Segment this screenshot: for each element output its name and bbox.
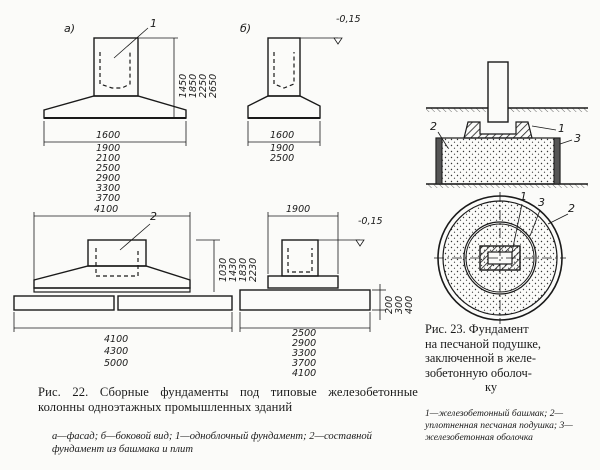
fig23-caption-line: ку (485, 380, 498, 394)
fig22-composite-foundation-side (239, 239, 371, 311)
svg-text:2900: 2900 (96, 173, 120, 184)
fig22-caption: Рис. 22. Сборные фундаменты под типовые … (38, 385, 418, 414)
dim-d-top: 1900 (286, 204, 310, 215)
svg-text:1830: 1830 (238, 258, 249, 282)
dims-d-width: 2500 2900 3300 3700 4100 (292, 328, 316, 379)
svg-text:1900: 1900 (270, 143, 294, 154)
fig23-caption: Рис. 23. Фундамент на песчаной подушке, … (425, 322, 585, 395)
fig23-plan-callout-3: 3 (538, 196, 545, 209)
dims-c-width: 4100 4300 5000 (104, 334, 128, 369)
fig22-legend: а—фасад; б—боковой вид; 1—одноблочный фу… (52, 431, 372, 455)
fig22-view-b-foundation (247, 37, 321, 119)
fig23-callout-2: 2 (430, 120, 437, 133)
svg-text:300: 300 (394, 296, 405, 314)
svg-text:2250: 2250 (198, 74, 209, 98)
fig22-composite-side-dimensions (239, 212, 386, 332)
svg-text:2500: 2500 (292, 328, 316, 339)
fig23-callout-3: 3 (574, 132, 581, 145)
fig23-section (426, 61, 588, 188)
svg-text:2230: 2230 (248, 258, 259, 282)
fig22-composite-foundation-facade (13, 239, 233, 311)
svg-text:1450: 1450 (178, 74, 189, 98)
fig23-caption-line: Рис. 23. Фундамент (425, 322, 529, 336)
view-b-label: б) (240, 22, 251, 35)
dims-a-width: 1600 1900 2100 2500 2900 3300 3700 (96, 130, 120, 204)
svg-text:4100: 4100 (292, 368, 316, 379)
fig22-view-b-dimensions (247, 37, 343, 146)
svg-text:1850: 1850 (188, 74, 199, 98)
svg-text:1430: 1430 (228, 258, 239, 282)
dims-b-width: 1600 1900 2500 (270, 130, 294, 164)
svg-text:3700: 3700 (96, 193, 120, 204)
level-mark-b: -0,15 (336, 14, 361, 25)
fig23-caption-line: зобетонную оболоч- (425, 365, 532, 380)
fig22-composite-dimensions (13, 212, 233, 332)
callout-1-a: 1 (150, 17, 157, 30)
dims-d-plate: 200 300 400 (384, 296, 415, 314)
svg-text:3300: 3300 (292, 348, 316, 359)
fig22-view-a-foundation (43, 37, 187, 119)
svg-text:4100: 4100 (104, 334, 128, 345)
dim-c-top: 4100 (94, 204, 118, 215)
svg-text:2500: 2500 (96, 163, 120, 174)
svg-text:1030: 1030 (218, 258, 229, 282)
callout-2-composite: 2 (150, 210, 157, 223)
level-mark-composite: -0,15 (358, 216, 383, 227)
fig23-callout-1: 1 (558, 122, 565, 135)
fig23-plan (434, 192, 569, 324)
svg-text:2100: 2100 (96, 153, 120, 164)
fig23-caption-line: на песчаной подушке, (425, 336, 542, 351)
fig23-plan-callout-2: 2 (568, 202, 575, 215)
svg-text:4300: 4300 (104, 346, 128, 357)
svg-text:1600: 1600 (270, 130, 294, 141)
svg-text:400: 400 (404, 296, 415, 314)
svg-text:200: 200 (384, 296, 395, 314)
fig23-caption-line: заключенной в желе- (425, 351, 536, 365)
svg-text:2500: 2500 (270, 153, 294, 164)
svg-text:1600: 1600 (96, 130, 120, 141)
fig23-plan-callout-1: 1 (520, 190, 527, 203)
fig22-view-a-dimensions (43, 27, 187, 146)
dims-c-height: 1030 1430 1830 2230 (218, 258, 259, 282)
svg-text:1900: 1900 (96, 143, 120, 154)
svg-text:5000: 5000 (104, 358, 128, 369)
svg-text:3300: 3300 (96, 183, 120, 194)
svg-text:2900: 2900 (292, 338, 316, 349)
view-a-label: а) (64, 22, 75, 35)
dims-a-height: 1450 1850 2250 2650 (178, 74, 219, 98)
fig23-legend: 1—железобетонный башмак; 2—уплотненная п… (425, 408, 573, 443)
svg-text:3700: 3700 (292, 358, 316, 369)
svg-text:2650: 2650 (208, 74, 219, 98)
